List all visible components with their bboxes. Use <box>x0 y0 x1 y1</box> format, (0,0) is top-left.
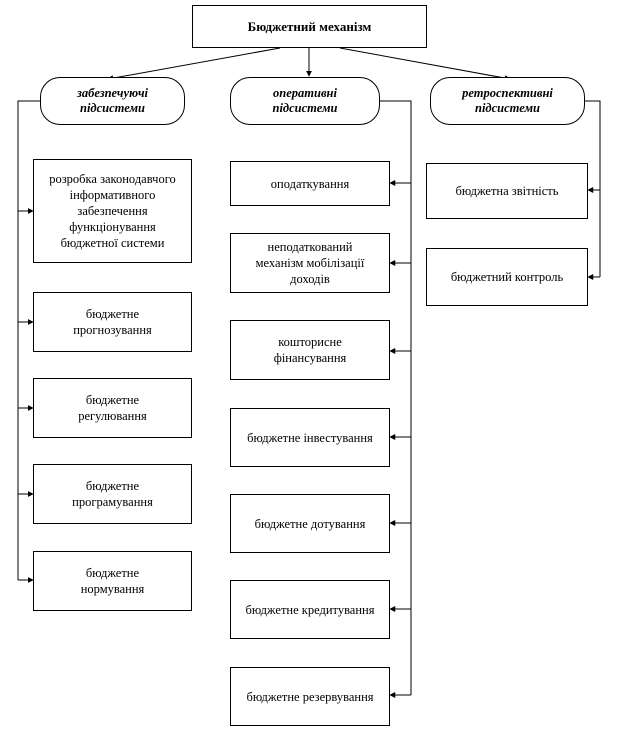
right-item-control: бюджетний контроль <box>426 248 588 306</box>
diagram-title: Бюджетний механізм <box>192 5 427 48</box>
left-item-forecasting: бюджетне прогнозування <box>33 292 192 352</box>
group-left-header: забезпечуючі підсистеми <box>40 77 185 125</box>
left-spine <box>17 100 40 580</box>
middle-item-taxation: оподаткування <box>230 161 390 206</box>
arrow-title-to-right <box>339 47 511 82</box>
middle-item-lending: бюджетне кредитування <box>230 580 390 639</box>
group-middle-header: оперативні підсистеми <box>230 77 380 125</box>
left-item-programming: бюджетне програмування <box>33 464 192 524</box>
middle-item-estimate-financing: кошторисне фінансування <box>230 320 390 380</box>
middle-item-subsidies: бюджетне дотування <box>230 494 390 553</box>
right-item-reporting: бюджетна звітність <box>426 163 588 219</box>
right-spine <box>585 100 601 277</box>
arrow-title-to-left <box>107 47 281 82</box>
middle-item-nontax: неподаткований механізм мобілізації дохо… <box>230 233 390 293</box>
middle-item-investing: бюджетне інвестування <box>230 408 390 467</box>
left-item-regulation: бюджетне регулювання <box>33 378 192 438</box>
left-item-legislative: розробка законодавчого інформативного за… <box>33 159 192 263</box>
group-right-header: ретроспективні підсистеми <box>430 77 585 125</box>
middle-spine <box>380 100 412 695</box>
middle-item-reserving: бюджетне резервування <box>230 667 390 726</box>
left-item-norming: бюджетне нормування <box>33 551 192 611</box>
